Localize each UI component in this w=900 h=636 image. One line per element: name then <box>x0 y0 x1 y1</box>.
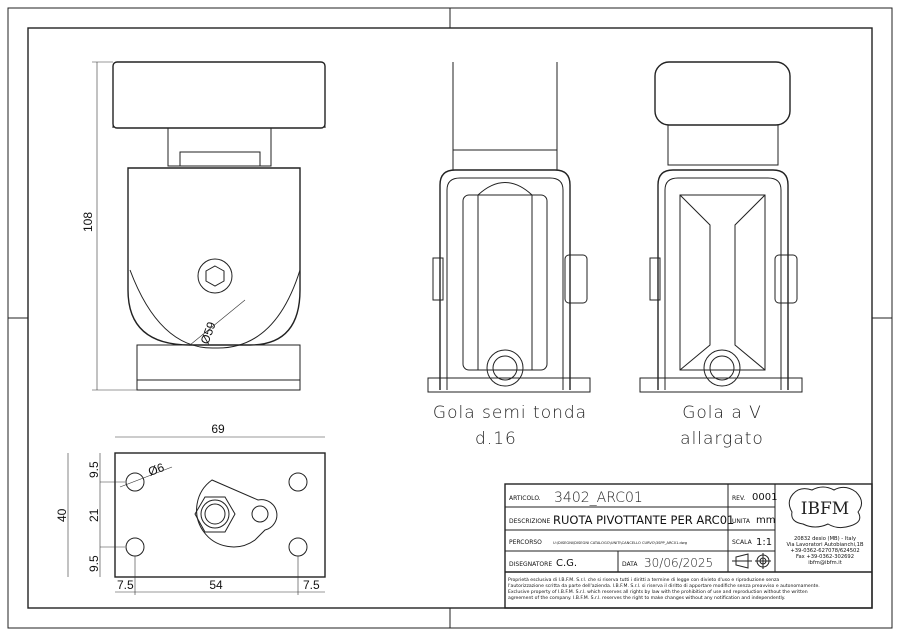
dim-hole-spacing-h: 54 <box>209 578 223 592</box>
svg-text:l'autorizzazione scritta da pa: l'autorizzazione scritta da parte dell'a… <box>508 583 820 589</box>
percorso-value: U:\DISEGNI\DISEGNI CATALOGO\UNITI\CANCEL… <box>553 541 687 545</box>
top-cap <box>654 61 791 126</box>
dim-edge-top: 9.5 <box>87 461 101 478</box>
base-plate <box>136 344 301 391</box>
svg-text:20832 desio (MB) - Italy: 20832 desio (MB) - Italy <box>794 536 856 542</box>
svg-text:ibfm@ibfm.it: ibfm@ibfm.it <box>808 560 842 566</box>
side-view: Ø59 108 <box>81 61 326 391</box>
wheel-outline <box>129 269 301 349</box>
label-v-groove-2: allargato <box>680 429 764 449</box>
svg-text:Exclusive property of I.B.F.M.: Exclusive property of I.B.F.M. S.r.l. wh… <box>508 589 808 595</box>
unita-value: mm <box>756 515 775 526</box>
dim-wheel-diameter: Ø59 <box>198 320 219 346</box>
scala-label: SCALA <box>732 539 753 546</box>
stem <box>167 127 272 167</box>
center-marks <box>8 8 892 628</box>
dim-edge-left: 7.5 <box>117 578 134 592</box>
disclaimer: Proprietà esclusiva di I.B.F.M. S.r.l. c… <box>508 576 820 601</box>
title-block: ARTICOLO. 3402_ARC01 REV. 0001 DESCRIZIO… <box>504 483 873 609</box>
svg-text:Via Lavoratori Autobianchi,1B: Via Lavoratori Autobianchi,1B <box>786 542 864 548</box>
disegnatore-label: DISEGNATORE <box>509 561 552 568</box>
base-plate <box>427 377 591 393</box>
dim-plate-height: 40 <box>55 508 69 522</box>
hex-bolt <box>197 258 233 294</box>
projection-symbol-icon <box>732 553 771 569</box>
nut <box>564 254 588 304</box>
logo-text: IBFM <box>801 499 849 519</box>
data-value: 30/06/2025 <box>644 556 713 570</box>
rev-value: 0001 <box>752 492 777 503</box>
company-address: 20832 desio (MB) - Italy Via Lavoratori … <box>786 536 864 566</box>
ibfm-logo: IBFM <box>788 486 862 529</box>
outer-frame <box>7 7 893 629</box>
articolo-value: 3402_ARC01 <box>554 490 643 506</box>
rev-label: REV. <box>732 495 745 502</box>
dim-hole-diameter: Ø6 <box>146 460 166 479</box>
svg-text:agreement of the company. I.B.: agreement of the company. I.B.F.M. S.r.l… <box>508 595 785 601</box>
label-v-groove: Gola a V <box>682 403 762 423</box>
label-semi-round-size: d.16 <box>475 429 517 449</box>
disegnatore-value: C.G. <box>556 558 577 569</box>
percorso-label: PERCORSO <box>509 539 542 546</box>
dim-hole-spacing-v: 21 <box>87 508 101 522</box>
wheel <box>679 194 766 371</box>
front-view-v-groove: Gola a V allargato <box>639 61 803 449</box>
articolo-label: ARTICOLO. <box>509 495 541 502</box>
descrizione-value: RUOTA PIVOTTANTE PER ARC01 <box>553 513 734 527</box>
fork-body <box>127 167 301 346</box>
descrizione-label: DESCRIZIONE <box>509 518 550 525</box>
front-view-semi-round: Gola semi tonda d.16 <box>427 62 591 449</box>
svg-text:Fax +39-0362-302692: Fax +39-0362-302692 <box>796 554 854 560</box>
wheel <box>462 194 548 371</box>
plate-top-view: Ø6 69 40 9.5 21 9.5 7.5 54 7.5 <box>55 422 326 595</box>
unita-label: UNITA <box>732 518 751 525</box>
dim-plate-width: 69 <box>211 422 225 436</box>
dim-edge-bottom: 9.5 <box>87 555 101 572</box>
dim-edge-right: 7.5 <box>303 578 320 592</box>
data-label: DATA <box>622 561 638 568</box>
dim-height: 108 <box>81 212 95 232</box>
scala-value: 1:1 <box>756 537 772 548</box>
base-plate <box>639 377 803 393</box>
top-cap <box>112 61 326 129</box>
svg-text:Proprietà esclusiva di I.B.F.M: Proprietà esclusiva di I.B.F.M. S.r.l. c… <box>508 576 779 583</box>
svg-text:+39-0362-627078/624502: +39-0362-627078/624502 <box>790 548 859 554</box>
label-semi-round: Gola semi tonda <box>433 403 587 423</box>
nut <box>774 254 798 304</box>
